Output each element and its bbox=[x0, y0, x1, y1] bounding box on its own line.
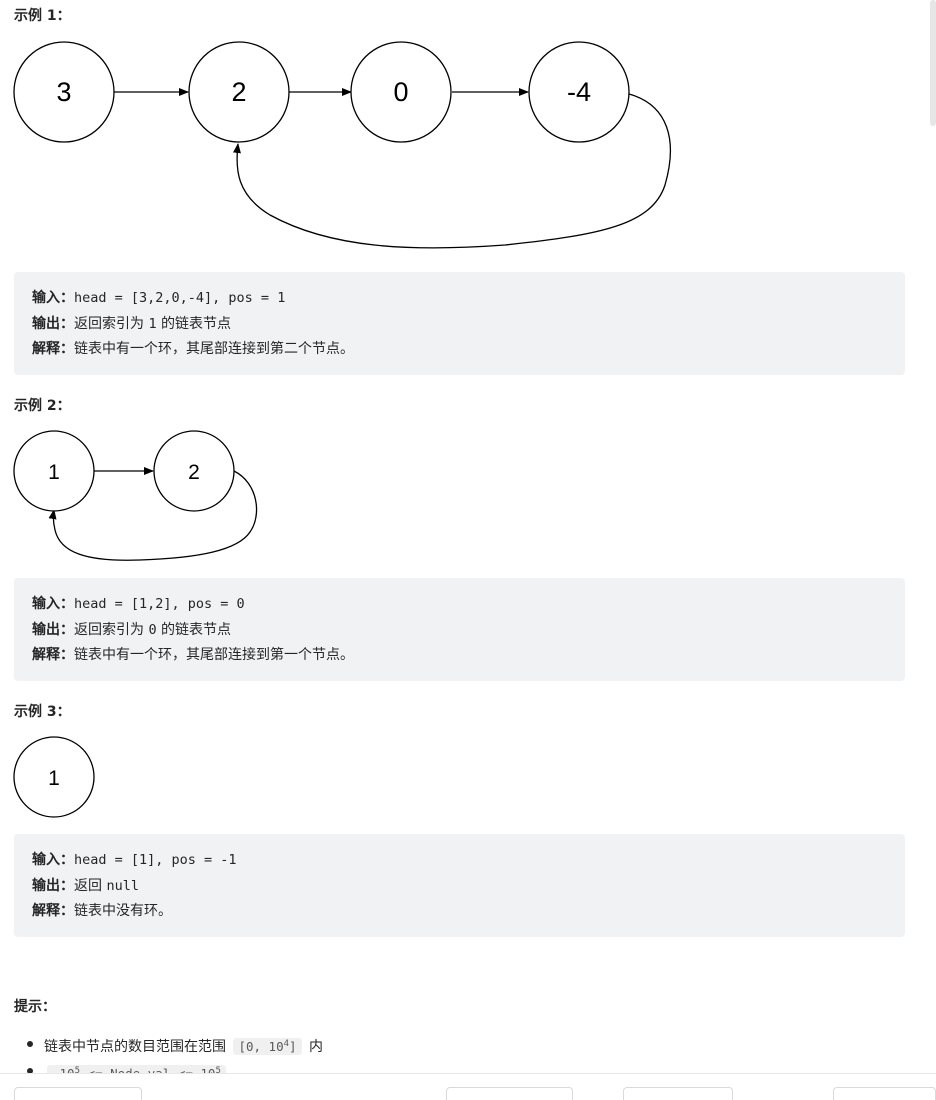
output-text: 的链表节点 bbox=[156, 315, 232, 332]
explain-text: 链表中有一个环，其尾部连接到第二个节点。 bbox=[74, 341, 354, 357]
cycle-edge bbox=[48, 470, 258, 561]
hint-code-sup: 5 bbox=[215, 1066, 221, 1077]
list-item: 链表中节点的数目范围在范围 [0, 104] 内 bbox=[26, 1032, 324, 1059]
list-node bbox=[528, 41, 630, 143]
hint-code-part: [0, 10 bbox=[238, 1039, 284, 1055]
hint-code: [0, 104] bbox=[233, 1038, 302, 1056]
explain-label: 解释： bbox=[32, 341, 74, 357]
output-code: 1 bbox=[148, 315, 157, 332]
hint-code-sup: 4 bbox=[283, 1039, 290, 1049]
output-text: 的链表节点 bbox=[156, 621, 232, 638]
example-2-title: 示例 2： bbox=[14, 398, 71, 414]
bottom-toolbar bbox=[0, 1073, 936, 1100]
hint-text: 链表中节点的数目范围在范围 bbox=[44, 1039, 231, 1056]
list-node bbox=[13, 736, 95, 818]
input-value: head = [3,2,0,-4], pos = 1 bbox=[74, 290, 286, 306]
input-label: 输入： bbox=[32, 290, 74, 306]
node-label: 1 bbox=[48, 461, 60, 484]
output-code: 0 bbox=[148, 621, 157, 638]
example-2-diagram: 1 2 bbox=[13, 430, 258, 561]
output-label: 输出： bbox=[32, 877, 74, 894]
list-node bbox=[188, 41, 290, 143]
input-value: head = [1], pos = -1 bbox=[74, 852, 237, 868]
random-problem-button[interactable] bbox=[446, 1087, 573, 1100]
explain-label: 解释： bbox=[32, 903, 74, 919]
node-label: 1 bbox=[48, 767, 60, 790]
example-1-title: 示例 1： bbox=[14, 8, 71, 24]
input-label: 输入： bbox=[32, 852, 74, 868]
output-text: 返回索引为 bbox=[74, 315, 149, 332]
scrollbar[interactable] bbox=[930, 0, 936, 126]
example-3-diagram: 1 bbox=[13, 736, 95, 818]
node-label: 2 bbox=[231, 77, 246, 107]
explain-text: 链表中没有环。 bbox=[74, 903, 172, 919]
hint-code-sup: 5 bbox=[74, 1066, 80, 1077]
example-1-diagram: 3 2 0 -4 bbox=[13, 41, 671, 249]
problem-list-button[interactable] bbox=[14, 1087, 142, 1100]
example-1-code-box: 输入：head = [3,2,0,-4], pos = 1 输出：返回索引为 1… bbox=[14, 272, 905, 375]
example-3-title: 示例 3： bbox=[14, 704, 71, 720]
hints-title: 提示： bbox=[14, 999, 56, 1015]
input-value: head = [1,2], pos = 0 bbox=[74, 596, 245, 612]
example-3-code-box: 输入：head = [1], pos = -1 输出：返回 null 解释：链表… bbox=[14, 834, 905, 937]
output-code: null bbox=[106, 877, 139, 894]
list-node bbox=[13, 41, 115, 143]
input-label: 输入： bbox=[32, 596, 74, 612]
node-label: -4 bbox=[567, 77, 591, 107]
hint-text: 内 bbox=[304, 1039, 324, 1056]
node-label: 2 bbox=[188, 461, 200, 484]
output-label: 输出： bbox=[32, 621, 74, 638]
example-2-code-box: 输入：head = [1,2], pos = 0 输出：返回索引为 0 的链表节… bbox=[14, 578, 905, 681]
output-text: 返回 bbox=[74, 877, 107, 894]
prev-problem-button[interactable] bbox=[623, 1087, 733, 1100]
cycle-edge bbox=[232, 93, 671, 249]
next-problem-button[interactable] bbox=[833, 1087, 936, 1100]
list-node bbox=[153, 430, 235, 512]
explain-text: 链表中有一个环，其尾部连接到第一个节点。 bbox=[74, 647, 354, 663]
output-label: 输出： bbox=[32, 315, 74, 332]
node-label: 0 bbox=[393, 77, 408, 107]
node-label: 3 bbox=[56, 77, 71, 107]
explain-label: 解释： bbox=[32, 647, 74, 663]
output-text: 返回索引为 bbox=[74, 621, 149, 638]
list-node bbox=[350, 41, 452, 143]
list-node bbox=[13, 430, 95, 512]
hint-code-part: ] bbox=[289, 1039, 297, 1055]
